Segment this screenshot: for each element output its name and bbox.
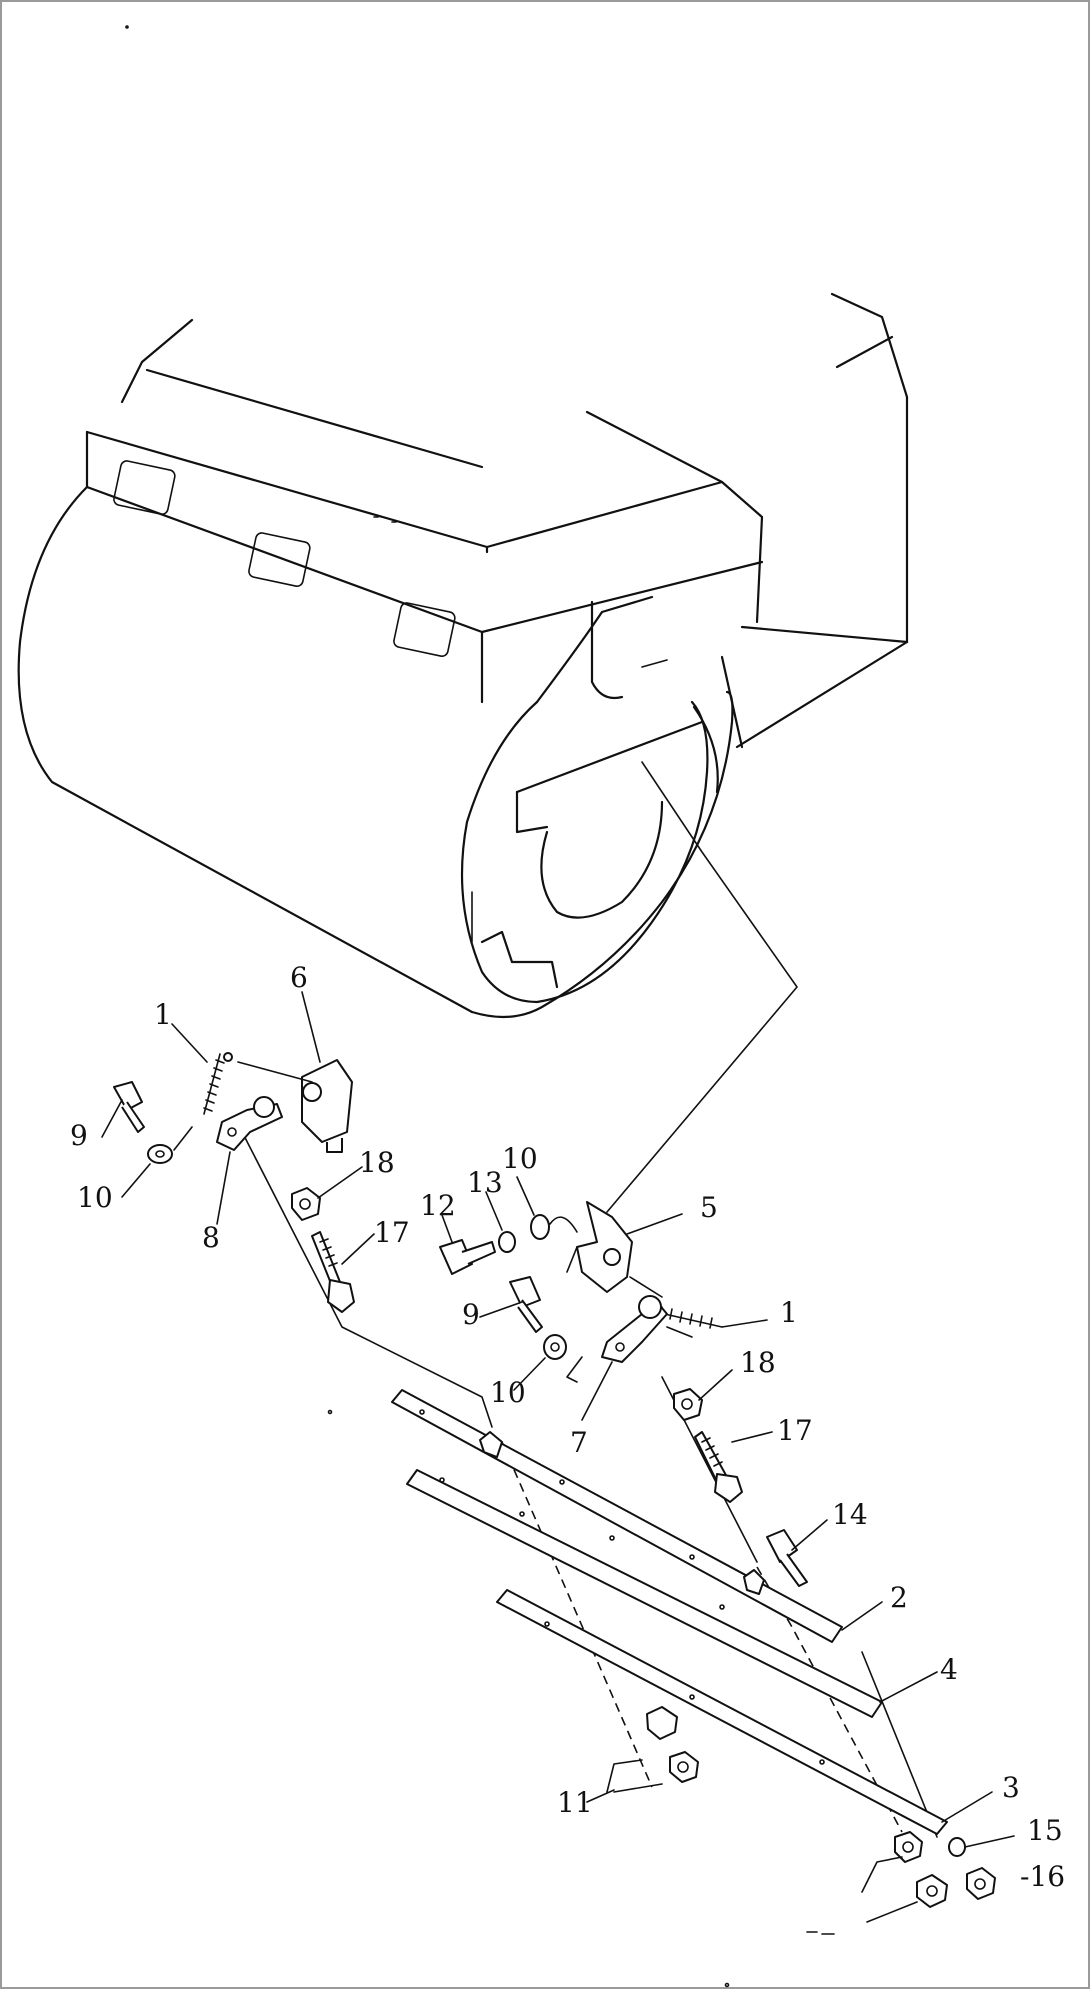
callout-18-right: 18 [740,1346,776,1379]
callout-16: -16 [1020,1860,1065,1893]
callout-8: 8 [202,1221,220,1254]
bolt-part-9-right [509,1276,543,1333]
nut-part-16-pair [861,1831,948,1923]
callout-1: 1 [154,998,172,1031]
callout-14: 14 [832,1498,868,1531]
lever-part-7 [566,1295,668,1383]
bolt-part-9 [113,1081,145,1133]
callout-leaders [101,991,1015,1848]
callout-10-right: 10 [502,1142,538,1175]
switch-part-5 [566,1201,633,1293]
machine-body [17,292,909,1019]
lower-hardware [606,1706,996,1923]
bolt-part-17-right [694,1431,743,1503]
washer-part-10-lower [543,1334,567,1360]
switch-part-6 [237,1059,353,1153]
callout-5: 5 [700,1191,718,1224]
callout-labels: 1 6 9 10 8 18 17 10 13 12 5 1 9 10 18 7 … [70,961,1065,1893]
washer-part-13 [498,1231,516,1253]
callout-18: 18 [359,1146,395,1179]
nut-part-18-right [673,1388,703,1421]
nut-part-16 [966,1867,996,1900]
callout-7: 7 [570,1426,588,1459]
plate-part-4 [406,1469,883,1718]
left-bracket-assembly [113,1052,355,1313]
nut-part-18 [291,1187,321,1221]
callout-1-right: 1 [780,1296,798,1329]
callout-9-right: 9 [462,1298,480,1331]
callout-11: 11 [557,1786,593,1819]
callout-15: 15 [1027,1814,1063,1847]
callout-9: 9 [70,1119,88,1152]
callout-17: 17 [374,1216,410,1249]
right-bracket-assembly [439,1201,808,1587]
plate-part-2 [391,1389,843,1643]
callout-3: 3 [1002,1771,1020,1804]
callout-4: 4 [940,1653,958,1686]
callout-17-right: 17 [777,1414,813,1447]
plates [391,1389,948,1835]
lever-part-8 [216,1096,283,1151]
callout-10-lower: 10 [490,1376,526,1409]
bolt-part-14 [766,1529,808,1587]
bolt-part-17 [311,1231,355,1313]
callout-13: 13 [467,1166,503,1199]
callout-12: 12 [420,1189,456,1222]
callout-10: 10 [77,1181,113,1214]
washer-part-10-right [530,1214,550,1240]
callout-2: 2 [890,1581,908,1614]
scan-marks [125,25,835,1988]
washer-part-15 [948,1837,966,1857]
plate-part-3 [496,1589,948,1835]
nut-part-11 [606,1706,699,1793]
washer-part-10 [147,1144,173,1164]
callout-6: 6 [290,961,308,994]
bolt-part-12 [439,1239,496,1275]
